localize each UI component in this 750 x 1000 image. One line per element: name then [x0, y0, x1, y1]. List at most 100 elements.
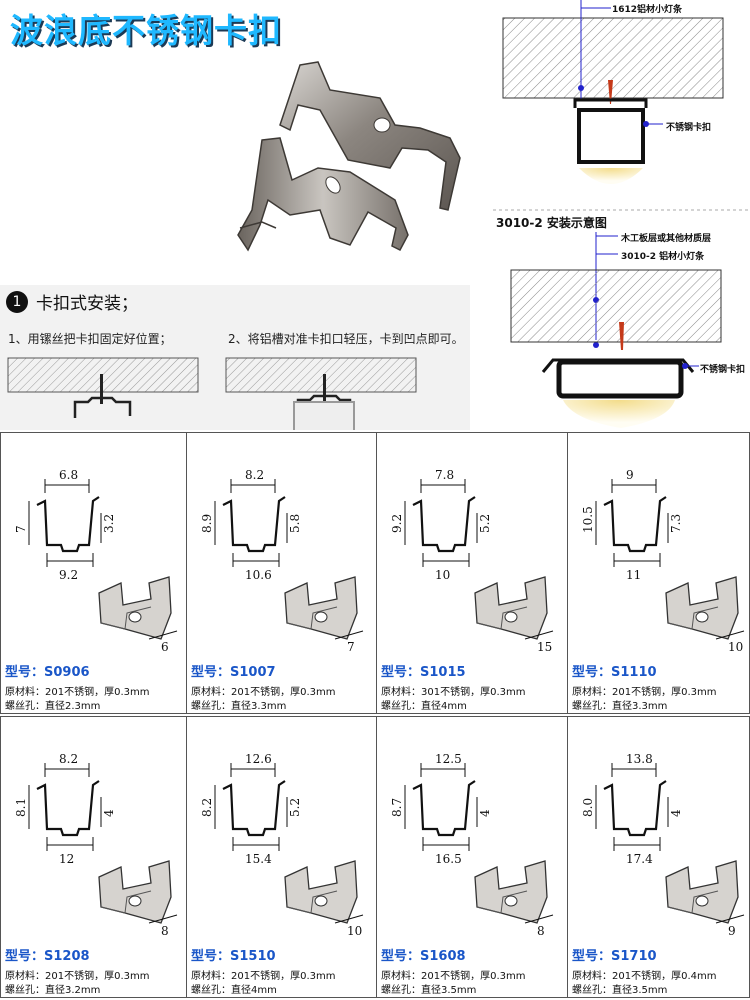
product-material: 原材料：201不锈钢，厚0.4mm	[572, 971, 717, 982]
install-heading-text: 卡扣式安装；	[36, 294, 138, 314]
dim-length: 8	[537, 924, 545, 937]
product-screw-hole: 螺丝孔：直径4mm	[381, 701, 467, 712]
product-model: 型号：S0906	[5, 665, 90, 680]
product-screw-hole: 螺丝孔：直径3.5mm	[381, 985, 477, 996]
product-card: 8.2 8.9 5.8 10.6 7 型号：S1007 原材料：201不锈钢，厚…	[186, 432, 377, 714]
product-card: 12.6 8.2 5.2 15.4 10 型号：S1510 原材料：201不锈钢…	[186, 716, 377, 998]
dim-bottom-width: 16.5	[435, 852, 462, 866]
dim-length: 6	[161, 640, 169, 653]
step-number-badge: 1	[6, 290, 28, 313]
product-model: 型号：S1007	[191, 665, 276, 680]
product-model: 型号：S1710	[572, 949, 657, 964]
leader-dot	[578, 85, 584, 91]
aluminum-channel	[293, 401, 355, 430]
dim-bottom-width: 12	[59, 852, 74, 866]
diagram2-label-strip: 3010-2 铝材小灯条	[621, 252, 705, 262]
dim-top-width: 6.8	[59, 468, 78, 482]
product-material: 原材料：201不锈钢，厚0.3mm	[572, 687, 717, 698]
clip-3d-view	[474, 860, 548, 924]
product-material: 原材料：201不锈钢，厚0.3mm	[191, 971, 336, 982]
product-card: 8.2 8.1 4 12 8 型号：S1208 原材料：201不锈钢，厚0.3m…	[0, 716, 187, 998]
dim-top-width: 9	[626, 468, 634, 482]
dim-right-height: 3.2	[102, 514, 116, 533]
clip-dimension-drawing: 8.2 8.1 4 12 8	[14, 752, 178, 938]
diagram1-label-clip: 不锈钢卡扣	[666, 123, 712, 133]
dim-bottom-width: 10	[435, 568, 450, 582]
dim-bottom-width: 10.6	[245, 568, 272, 582]
dim-bottom-width: 17.4	[626, 852, 653, 866]
clip-dimension-drawing: 8.2 8.9 5.8 10.6 7	[200, 468, 364, 654]
dim-top-width: 8.2	[59, 752, 78, 766]
product-material: 原材料：201不锈钢，厚0.3mm	[191, 687, 336, 698]
clip-3d-view	[98, 576, 172, 640]
page-title: 波浪底不锈钢卡扣	[10, 11, 282, 50]
clip-profile	[296, 394, 352, 412]
clip-dimension-drawing: 12.6 8.2 5.2 15.4 10	[200, 752, 364, 938]
clip-profile	[573, 98, 648, 108]
dim-length: 15	[537, 640, 552, 653]
product-material: 原材料：301不锈钢，厚0.3mm	[381, 687, 526, 698]
install-step-2: 2、将铝槽对准卡扣口轻压，卡到凹点即可。	[228, 332, 464, 346]
dim-length: 10	[347, 924, 362, 937]
installation-diagrams	[493, 0, 750, 428]
screw	[323, 374, 326, 404]
dim-left-height: 8.2	[200, 798, 214, 817]
product-card: 13.8 8.0 4 17.4 9 型号：S1710 原材料：201不锈钢，厚0…	[567, 716, 750, 998]
dim-length: 7	[347, 640, 355, 653]
screw-icon	[619, 322, 624, 350]
clip-3d-view	[665, 860, 739, 924]
dim-top-width: 12.5	[435, 752, 462, 766]
product-model: 型号：S1510	[191, 949, 276, 964]
dim-right-height: 5.2	[288, 798, 302, 817]
product-screw-hole: 螺丝孔：直径4mm	[191, 985, 277, 996]
dim-length: 9	[728, 924, 736, 937]
aluminum-channel	[577, 108, 645, 164]
dim-top-width: 8.2	[245, 468, 264, 482]
product-card: 6.8 7 3.2 9.2 6 型号：S0906 原材料：201不锈钢，厚0.3…	[0, 432, 187, 714]
clip-dimension-drawing: 13.8 8.0 4 17.4 9	[581, 752, 745, 938]
dim-left-height: 8.9	[200, 514, 214, 533]
install-step-illustrations	[7, 357, 417, 430]
dim-left-height: 10.5	[581, 506, 595, 533]
dim-right-height: 4	[478, 809, 492, 817]
product-material: 原材料：201不锈钢，厚0.3mm	[5, 971, 150, 982]
screw-icon	[608, 80, 613, 104]
dim-right-height: 5.2	[478, 514, 492, 533]
product-photo	[0, 50, 492, 280]
led-glow	[579, 168, 643, 184]
ceiling-board	[510, 269, 722, 343]
diagram2-label-wood: 木工板层或其他材质层	[621, 234, 712, 244]
product-screw-hole: 螺丝孔：直径3.2mm	[5, 985, 101, 996]
clip-profile	[73, 396, 132, 418]
screw	[100, 374, 103, 404]
dim-length: 8	[161, 924, 169, 937]
product-model: 型号：S1608	[381, 949, 466, 964]
product-screw-hole: 螺丝孔：直径3.3mm	[572, 701, 668, 712]
clip-photo-illustration	[237, 61, 461, 252]
diagram2-label-clip: 不锈钢卡扣	[700, 365, 746, 375]
dim-left-height: 9.2	[390, 514, 404, 533]
clip-3d-view	[474, 576, 548, 640]
dim-bottom-width: 11	[626, 568, 641, 582]
led-glow	[563, 400, 675, 428]
aluminum-channel	[556, 359, 684, 399]
product-model: 型号：S1015	[381, 665, 466, 680]
dim-right-height: 4	[669, 809, 683, 817]
clip-3d-view	[98, 860, 172, 924]
diagram2-caption: 3010-2 安装示意图	[496, 216, 607, 230]
clip-3d-view	[665, 576, 739, 640]
product-material: 原材料：201不锈钢，厚0.3mm	[5, 687, 150, 698]
dim-left-height: 8.7	[390, 798, 404, 817]
dim-left-height: 8.0	[581, 798, 595, 817]
product-material: 原材料：201不锈钢，厚0.3mm	[381, 971, 526, 982]
clip-3d-view	[284, 860, 358, 924]
concrete-ceiling	[502, 17, 724, 99]
product-grid: 6.8 7 3.2 9.2 6 型号：S0906 原材料：201不锈钢，厚0.3…	[0, 432, 750, 1000]
product-model: 型号：S1110	[572, 665, 657, 680]
dim-top-width: 12.6	[245, 752, 272, 766]
clip-dimension-drawing: 7.8 9.2 5.2 10 15	[390, 468, 554, 654]
product-screw-hole: 螺丝孔：直径2.3mm	[5, 701, 101, 712]
dim-bottom-width: 9.2	[59, 568, 78, 582]
clip-dimension-drawing: 9 10.5 7.3 11 10	[581, 468, 745, 654]
clip-dimension-drawing: 6.8 7 3.2 9.2 6	[14, 468, 178, 654]
